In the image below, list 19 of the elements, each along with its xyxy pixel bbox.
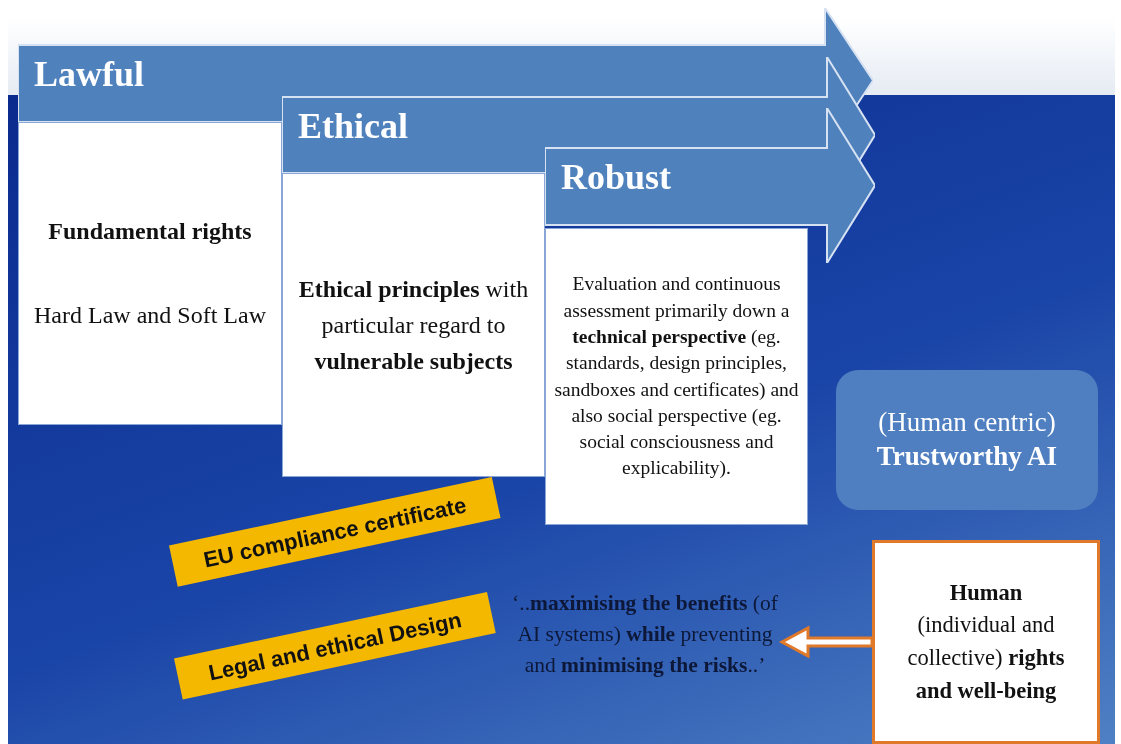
rounded-panel [836, 370, 1098, 510]
card-text: Ethical principles with particular regard to vulnerable subjects [297, 275, 530, 376]
text-card [872, 540, 1100, 744]
panel-text: Trustworthy AI [876, 440, 1058, 473]
text-card [18, 122, 282, 425]
text-card [545, 228, 808, 525]
panel-text: (Human centric) [878, 406, 1056, 440]
label-strip: EU compliance certificate [169, 477, 501, 587]
quote-text: ‘..maximising the benefits (of AI systems) while preventing and minimising the risks..’ [512, 591, 778, 678]
card-text: Hard Law and Soft Law [34, 300, 266, 330]
block-arrow [778, 625, 874, 659]
banner-title: Lawful [34, 53, 145, 95]
text-card [282, 173, 545, 477]
label-strip: Legal and ethical Design [174, 592, 496, 700]
card-text: Fundamental rights [48, 216, 252, 246]
card-text: Human (individual and collective) rights and well-being [906, 578, 1066, 705]
banner-title: Ethical [298, 105, 408, 147]
banner-title: Robust [561, 156, 672, 198]
card-text: Evaluation and continuous assessment primarily down a technical perspective (eg. standards, design principles, sandboxes and certificates) and also social perspective (eg. social consciousness and explicability). [553, 272, 800, 481]
